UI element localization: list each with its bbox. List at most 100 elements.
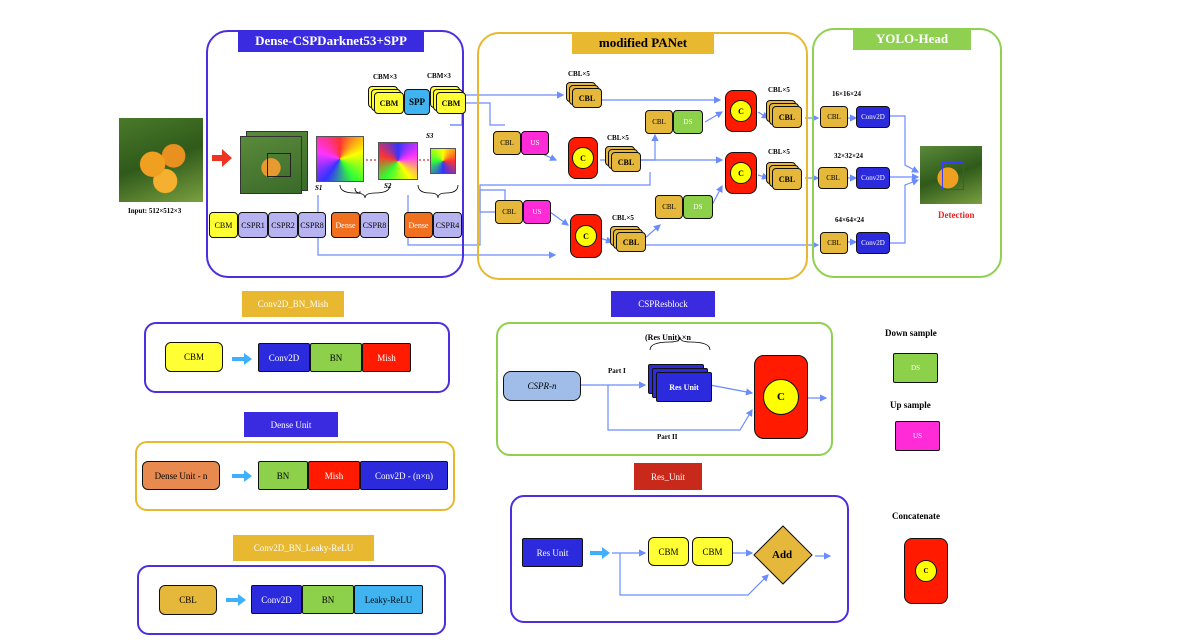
dense-block-a: Dense xyxy=(331,212,360,238)
cbm-module-title: Conv2D_BN_Mish xyxy=(242,291,344,317)
cbl-stack-5: CBL xyxy=(610,226,650,258)
input-label: Input: 512×512×3 xyxy=(128,207,182,215)
concat-circle: C xyxy=(730,162,752,184)
cspr-input-block: CSPR-n xyxy=(503,371,581,401)
ds-block: DS xyxy=(673,110,703,134)
cspres-frame xyxy=(496,322,833,456)
neck-title: modified PANet xyxy=(572,32,714,54)
cspr1-block: CSPR1 xyxy=(238,212,268,238)
cbl-module-title: Conv2D_BN_Leaky-ReLU xyxy=(233,535,374,561)
cblx5-label: CBL×5 xyxy=(568,70,590,78)
concat-block: C xyxy=(568,137,598,179)
cbm-input-block: CBM xyxy=(165,342,223,372)
detection-image xyxy=(920,146,982,204)
cblx5-label: CBL×5 xyxy=(768,86,790,94)
cbl-block: CBL xyxy=(818,167,848,189)
cblx5-label: CBL×5 xyxy=(768,148,790,156)
concat-circle: C xyxy=(575,225,597,247)
s3-label: S3 xyxy=(426,132,434,140)
mish-block: Mish xyxy=(308,461,360,490)
cbl-block: CBL xyxy=(495,200,523,224)
cbm-stack-a: CBM xyxy=(368,86,404,116)
mish-block: Mish xyxy=(362,343,411,372)
bn-block: BN xyxy=(258,461,308,490)
cbl-block: CBL xyxy=(820,106,848,128)
cbl-block: CBL xyxy=(820,232,848,254)
leaky-relu-block: Leaky-ReLU xyxy=(354,585,423,614)
dense-input-block: Dense Unit - n xyxy=(142,461,220,490)
cbl-stack-3: CBL xyxy=(766,100,806,132)
concat-circle: C xyxy=(572,147,594,169)
res-unit-n-label: (Res Unit) ×n xyxy=(645,333,691,342)
cbl-block: CBL xyxy=(655,195,683,219)
cbm-block: CBM xyxy=(209,212,238,238)
cspres-title: CSPResblock xyxy=(611,291,715,317)
dim-label: 32×32×24 xyxy=(834,152,863,160)
us-block: US xyxy=(521,131,549,155)
conv2d-block: Conv2D xyxy=(258,343,310,372)
concat-block: C xyxy=(570,214,602,258)
feature-image-front xyxy=(240,136,302,194)
cbl-stack-2: CBL xyxy=(605,146,643,176)
cbm-stack-b: CBM xyxy=(430,86,466,116)
cbl-stack-1: CBL xyxy=(566,82,604,112)
concat-circle: C xyxy=(763,379,799,415)
cbl-block: CBL xyxy=(616,232,646,252)
focus-box xyxy=(267,153,291,177)
cbm-block-b: CBM xyxy=(692,537,733,566)
cspr8-block-b: CSPR8 xyxy=(360,212,389,238)
conv2d-block: Conv2D xyxy=(251,585,302,614)
feature-map-s1 xyxy=(316,136,364,182)
cbl-block: CBL xyxy=(493,131,521,155)
cbm3-label-a: CBM×3 xyxy=(373,73,397,81)
dense-module-title: Dense Unit xyxy=(244,412,338,437)
cspr4-block: CSPR4 xyxy=(433,212,462,238)
dim-label: 64×64×24 xyxy=(835,216,864,224)
cspr8-block: CSPR8 xyxy=(298,212,326,238)
cbl-module-frame xyxy=(137,565,446,635)
concatenate-title: Concatenate xyxy=(892,511,940,521)
conv2d-block: Conv2D xyxy=(856,106,890,128)
concat-block: C xyxy=(725,152,757,194)
us-legend-block: US xyxy=(895,421,940,451)
spp-block: SPP xyxy=(404,89,430,115)
feature-map-s2 xyxy=(378,142,418,180)
cbl-block: CBL xyxy=(772,168,802,190)
dim-label: 16×16×24 xyxy=(832,90,861,98)
feature-map-s3 xyxy=(430,148,456,174)
bn-block: BN xyxy=(302,585,354,614)
cbm-block: CBM xyxy=(436,92,466,114)
backbone-title: Dense-CSPDarknet53+SPP xyxy=(238,30,424,52)
dense-module-frame xyxy=(135,441,455,511)
us-block: US xyxy=(523,200,551,224)
s1-label: S1 xyxy=(315,184,323,192)
cbm-module-frame xyxy=(144,322,450,393)
dense-block-b: Dense xyxy=(404,212,433,238)
res-unit-stack: Res Unit xyxy=(648,364,712,404)
conv2d-block: Conv2D xyxy=(856,232,890,254)
cbl-input-block: CBL xyxy=(159,585,217,615)
concat-circle: C xyxy=(915,560,937,582)
cspr2-block: CSPR2 xyxy=(268,212,298,238)
cbm-block-a: CBM xyxy=(648,537,689,566)
concat-block: C xyxy=(725,90,757,132)
head-title: YOLO-Head xyxy=(853,28,971,50)
resunit-frame xyxy=(510,495,849,623)
add-label: Add xyxy=(772,549,793,561)
detection-label: Detection xyxy=(938,210,975,220)
concat-circle: C xyxy=(730,100,752,122)
bn-block: BN xyxy=(310,343,362,372)
part2-label: Part II xyxy=(657,433,678,441)
down-sample-title: Down sample xyxy=(885,328,937,338)
s2-label: S2 xyxy=(384,182,392,190)
cbl-block: CBL xyxy=(645,110,673,134)
concat-block: C xyxy=(754,355,808,439)
conv2d-block: Conv2D xyxy=(856,167,890,189)
up-sample-title: Up sample xyxy=(890,400,931,410)
ds-legend-block: DS xyxy=(893,353,938,383)
part1-label: Part I xyxy=(608,367,626,375)
detection-box xyxy=(942,162,964,190)
cblx5-label: CBL×5 xyxy=(607,134,629,142)
cbm-block: CBM xyxy=(374,92,404,114)
